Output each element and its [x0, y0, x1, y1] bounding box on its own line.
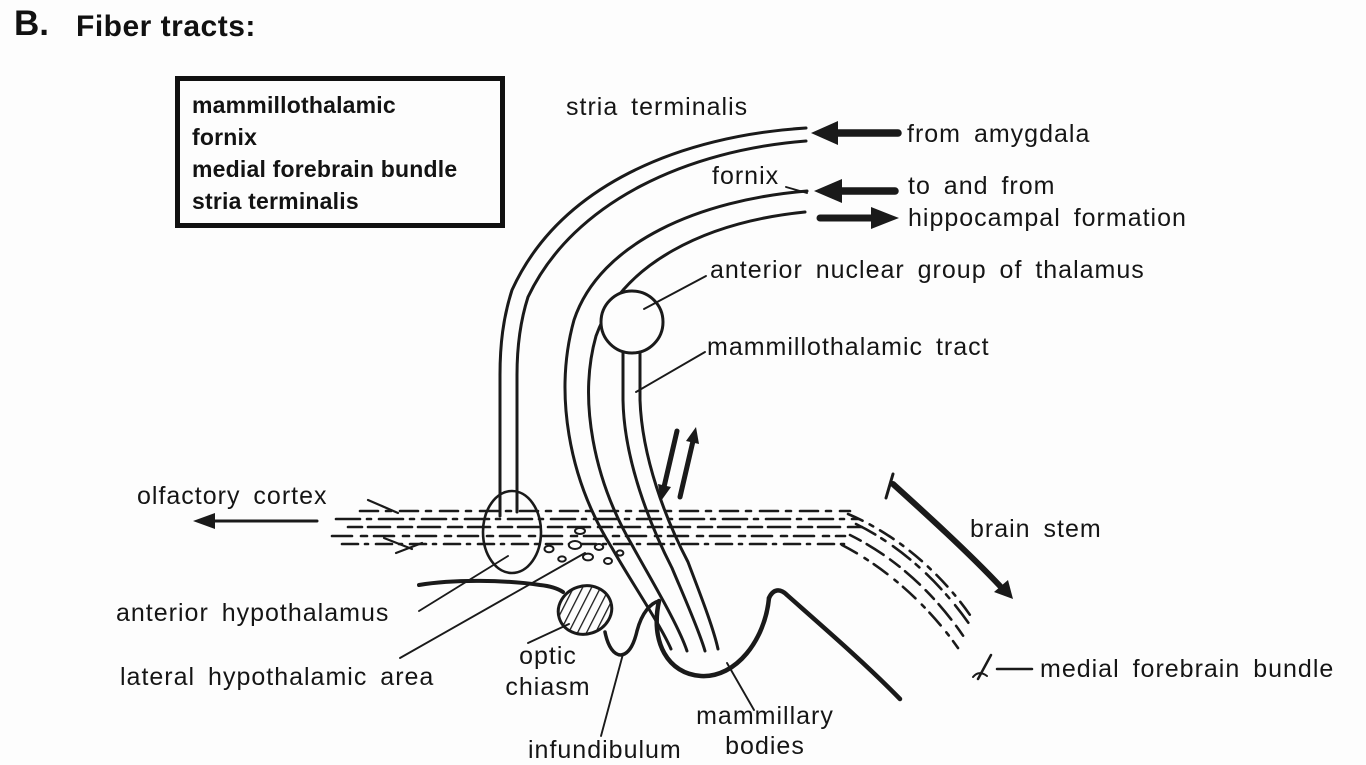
fornix-tract	[587, 210, 807, 653]
leader-lines	[399, 186, 808, 737]
from-amygdala-arrow	[811, 121, 902, 145]
stria-terminalis-tract	[498, 126, 808, 518]
leader-anterior-nuclear-group	[643, 275, 707, 310]
stria-terminalis-tract	[515, 139, 808, 514]
label-mammillary-line: mammillary	[696, 702, 834, 730]
label-from-amygdala: from amygdala	[907, 120, 1091, 148]
mfb-dash-line	[846, 512, 972, 617]
optic-chiasm-shape	[556, 584, 614, 636]
bidirectional-arrows	[658, 427, 699, 501]
cell-bubbles	[543, 527, 625, 565]
brain-stem-arrow	[884, 472, 1013, 599]
anterior-hypothalamus-shape	[481, 489, 543, 575]
leader-lateral-hypothalamic-area	[399, 552, 586, 659]
label-lateral-hypothalamic-area: lateral hypothalamic area	[120, 663, 435, 691]
infundibulum-notch	[603, 599, 661, 657]
olfactory-cortex-arrow	[193, 513, 319, 529]
legend-item-fornix: fornix	[192, 124, 258, 150]
label-mammillothalamic-tract: mammillothalamic tract	[707, 333, 990, 361]
mammillary-cup	[654, 595, 772, 679]
anterior-nuclear-group-shape	[599, 289, 665, 355]
leader-infundibulum	[600, 653, 624, 737]
leader-optic-chiasm	[527, 623, 570, 644]
medial-forebrain-bundle-diagonal	[840, 512, 974, 650]
label-anterior-nuclear-group: anterior nuclear group of thalamus	[710, 256, 1145, 284]
to-hypothalamus-arrow	[814, 179, 899, 203]
legend-item-mammillothalamic: mammillothalamic	[192, 92, 396, 118]
mfb-dash-line	[854, 522, 974, 630]
legend-box: mammillothalamic fornix medial forebrain…	[175, 76, 505, 228]
leader-mammillothalamic-tract	[635, 351, 706, 393]
label-to-and-from-line: to and from	[908, 172, 1056, 200]
to-hippocampal-formation-arrow	[816, 207, 899, 229]
hypothalamus-floor-line	[417, 578, 565, 594]
label-brain-stem: brain stem	[970, 515, 1102, 543]
label-olfactory-cortex: olfactory cortex	[137, 482, 328, 510]
fornix-tract	[563, 189, 809, 651]
mfb-fiber-stroke	[394, 541, 424, 555]
mammillothalamic-tract-line	[621, 350, 707, 653]
label-stria-terminalis: stria terminalis	[566, 93, 749, 121]
mfb-dash-line	[840, 543, 960, 650]
page-title: Fiber tracts:	[76, 10, 256, 43]
label-medial-forebrain-bundle: medial forebrain bundle	[1040, 655, 1335, 683]
mfb-end-tick	[972, 653, 1034, 681]
label-optic-line: optic	[519, 642, 577, 670]
brainstem-surface	[766, 588, 903, 702]
legend-item-stria-terminalis: stria terminalis	[192, 188, 359, 214]
legend-item-medial-forebrain-bundle: medial forebrain bundle	[192, 156, 458, 182]
label-hippocampal-formation-line: hippocampal formation	[908, 204, 1187, 232]
label-bodies-line: bodies	[725, 732, 805, 760]
mfb-dash-line	[848, 533, 968, 642]
mammillothalamic-tract-line	[638, 350, 720, 651]
label-fornix: fornix	[712, 162, 780, 190]
leader-mammillary-bodies	[726, 662, 755, 711]
label-optic-chiasm: optic chiasm	[500, 641, 596, 703]
leader-fornix	[785, 186, 808, 194]
label-infundibulum: infundibulum	[528, 736, 682, 764]
label-hippocampal-formation: to and from hippocampal formation	[908, 170, 1187, 234]
mfb-fiber-stroke	[366, 498, 400, 515]
label-mammillary-bodies: mammillary bodies	[685, 701, 845, 761]
label-chiasm-line: chiasm	[505, 673, 591, 701]
mfb-fiber-stroke	[382, 536, 414, 551]
leader-anterior-hypothalamus	[418, 555, 509, 612]
page-title-letter: B.	[14, 4, 49, 43]
label-anterior-hypothalamus: anterior hypothalamus	[116, 599, 390, 627]
